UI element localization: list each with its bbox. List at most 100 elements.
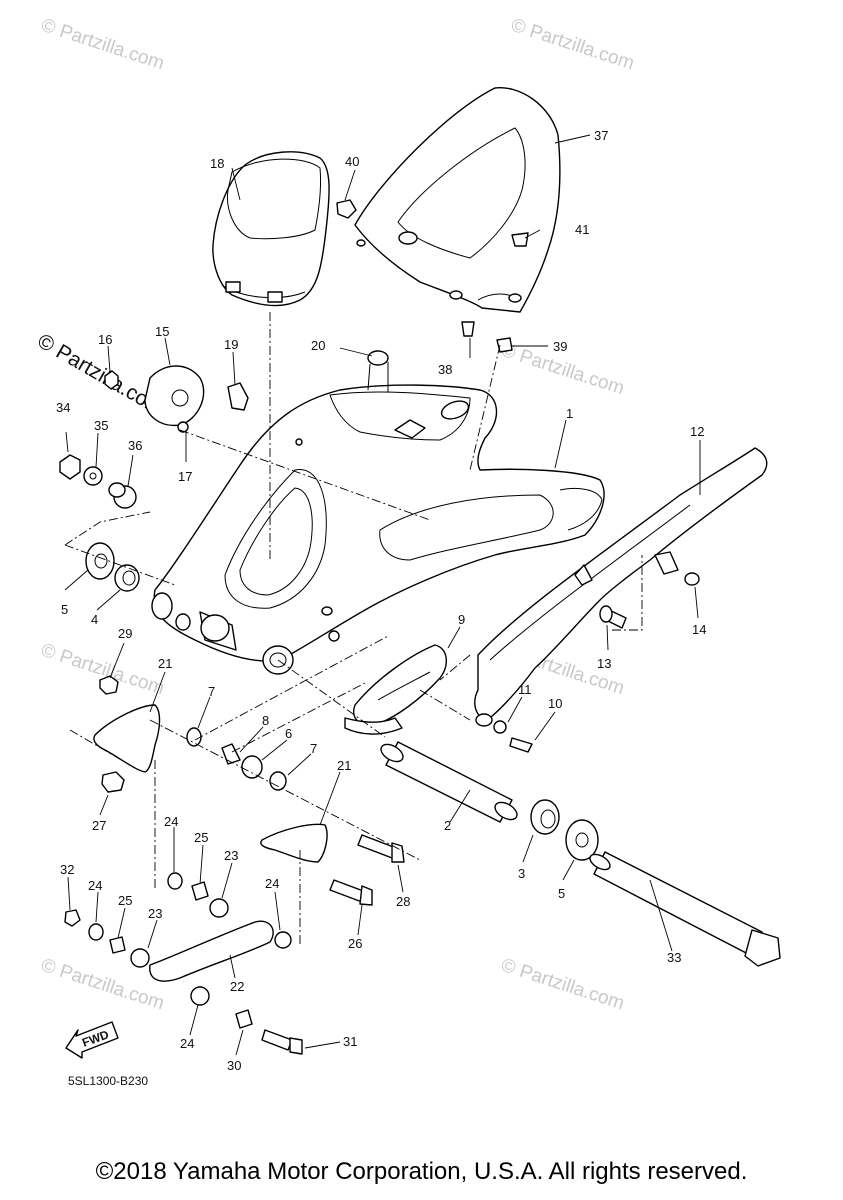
connecting-rod-22 [149, 920, 274, 982]
callout-7: 7 [310, 741, 317, 756]
callout-31: 31 [343, 1034, 357, 1049]
adjust-bolt-36 [108, 482, 137, 509]
callout-41: 41 [575, 222, 589, 237]
callout-6: 6 [285, 726, 292, 741]
bolt-17 [177, 421, 189, 433]
callout-14: 14 [692, 622, 706, 637]
callout-32: 32 [60, 862, 74, 877]
callout-26: 26 [348, 936, 362, 951]
seal-24-a [167, 872, 183, 890]
callout-24: 24 [265, 876, 279, 891]
air-duct-18 [212, 151, 330, 307]
collar-25-b [109, 936, 126, 954]
assembly-lines [64, 312, 643, 945]
diagram-code: 5SL1300-B230 [68, 1074, 148, 1088]
screw-41 [511, 232, 529, 247]
callout-7: 7 [208, 684, 215, 699]
collar-5-left [85, 542, 115, 580]
callout-20: 20 [311, 338, 325, 353]
clip-40 [336, 199, 357, 219]
leader-lines [64, 134, 701, 1056]
callout-38: 38 [438, 362, 452, 377]
callout-37: 37 [594, 128, 608, 143]
callout-33: 33 [667, 950, 681, 965]
callout-5: 5 [61, 602, 68, 617]
band-20 [367, 350, 389, 392]
watermark: © Partzilla.com [498, 955, 626, 1015]
callout-22: 22 [230, 979, 244, 994]
nut-34 [59, 454, 81, 480]
seal-24-c [88, 923, 104, 941]
callout-2: 2 [444, 818, 451, 833]
copyright-notice: ©2018 Yamaha Motor Corporation, U.S.A. A… [95, 1158, 748, 1185]
nut-29 [99, 675, 119, 695]
rear-fender-37 [354, 87, 561, 313]
callout-24: 24 [180, 1036, 194, 1051]
relay-arm-21-left [93, 704, 161, 773]
nut-27 [101, 771, 125, 793]
washer-35 [83, 466, 103, 486]
callout-13: 13 [597, 656, 611, 671]
callout-3: 3 [518, 866, 525, 881]
bolt-26 [329, 879, 373, 906]
callout-1: 1 [566, 406, 573, 421]
seal-7-lower [269, 771, 287, 791]
callout-23: 23 [148, 906, 162, 921]
clamp-19 [227, 382, 249, 411]
chain-puller-15 [144, 365, 205, 427]
washer-11 [493, 720, 507, 734]
seal-24-d [190, 986, 210, 1006]
bearing-23-b [130, 948, 150, 968]
callout-21: 21 [158, 656, 172, 671]
washer-14 [684, 572, 700, 586]
bolt-13-head [599, 605, 613, 623]
chain-case-12 [474, 447, 768, 727]
collar-8 [221, 743, 241, 765]
callout-23: 23 [224, 848, 238, 863]
forward-arrow-icon: FWD [65, 1021, 119, 1059]
relay-arm-21-right [260, 823, 328, 863]
collar-5-left-bore [94, 553, 108, 569]
callout-18: 18 [210, 156, 224, 171]
pivot-bolt-33 [589, 851, 781, 967]
callout-36: 36 [128, 438, 142, 453]
callout-9: 9 [458, 612, 465, 627]
callout-labels: 1 2 3 4 5 5 6 7 7 8 9 10 11 12 13 14 15 … [56, 128, 706, 1073]
collar-5-right [565, 819, 599, 861]
bolt-28 [357, 834, 405, 863]
pivot-shaft-2 [380, 741, 518, 823]
grommet-38 [461, 321, 475, 337]
seal-24-b [274, 931, 292, 949]
callout-11: 11 [518, 682, 532, 697]
swingarm-1 [151, 384, 605, 675]
callout-30: 30 [227, 1058, 241, 1073]
callout-10: 10 [548, 696, 562, 711]
bearing-3 [530, 799, 560, 835]
callout-40: 40 [345, 154, 359, 169]
callout-39: 39 [553, 339, 567, 354]
callout-24: 24 [164, 814, 178, 829]
nut-16 [104, 370, 119, 390]
callout-19: 19 [224, 337, 238, 352]
callout-12: 12 [690, 424, 704, 439]
callout-25: 25 [194, 830, 208, 845]
callout-16: 16 [98, 332, 112, 347]
seal-7-upper [186, 727, 202, 747]
nut-32 [64, 909, 81, 927]
bolt-10 [509, 737, 533, 753]
callout-4: 4 [91, 612, 98, 627]
callout-29: 29 [118, 626, 132, 641]
bearing-3-bore [540, 809, 556, 829]
bearing-4-bore [122, 570, 136, 586]
callout-15: 15 [155, 324, 169, 339]
collar-30 [235, 1009, 253, 1029]
callout-25: 25 [118, 893, 132, 908]
bearing-23-a [209, 898, 229, 918]
collar-25-a [191, 881, 209, 901]
watermark: © Partzilla.com [508, 15, 636, 75]
collar-5-right-bore [575, 832, 589, 848]
watermark: © Partzilla.com [38, 15, 166, 75]
callout-28: 28 [396, 894, 410, 909]
callout-27: 27 [92, 818, 106, 833]
